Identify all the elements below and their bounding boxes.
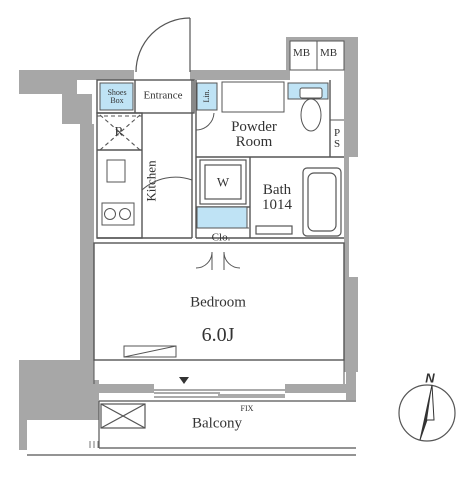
compass-icon [398,384,456,442]
p-label: P [333,127,341,139]
bath-label: Bath 1014 [262,183,292,213]
shoes-box-label: Shoes Box [107,89,126,105]
box-label: Box [110,96,124,105]
room-label: Room [235,134,273,150]
vanity-icon [221,81,285,113]
entrance-door [135,17,191,73]
mb-label-1: MB [293,47,311,59]
linen-label: Lin. [202,89,211,103]
bedroom-size-label: 6.0J [201,324,235,346]
door-swings [141,112,241,270]
shoes-label: Shoes [107,88,127,97]
arrow-icon [179,377,189,384]
powder-room-label: Powder Room [231,120,277,150]
balcony-window [93,360,345,398]
ps-label: P S [334,128,340,150]
fix-label: FIX [240,404,254,413]
entrance-label: Entrance [143,89,183,102]
s-label: S [333,138,341,150]
bath-size: 1014 [262,197,292,213]
kitchen-label: Kitchen [143,160,159,202]
powder-label: Powder [231,119,277,135]
drain-ticks [89,441,99,448]
washer-label: W [216,174,230,190]
bath-name: Bath [262,182,292,198]
mb-label-2: MB [320,47,338,59]
exterior-walls [19,37,358,450]
shelf [123,345,177,358]
north-label: N [425,370,435,386]
refrigerator-label: R [114,123,124,139]
kitchen-fixtures [101,159,135,226]
balcony-label: Balcony [192,415,242,432]
washer-icon [199,159,247,205]
bathtub-icon [255,167,342,237]
bedroom-label: Bedroom [190,294,246,311]
toilet-icon [299,87,323,132]
balcony-outline [27,400,356,456]
mb-boxes [289,40,345,121]
closet-label: Clo. [211,231,231,244]
